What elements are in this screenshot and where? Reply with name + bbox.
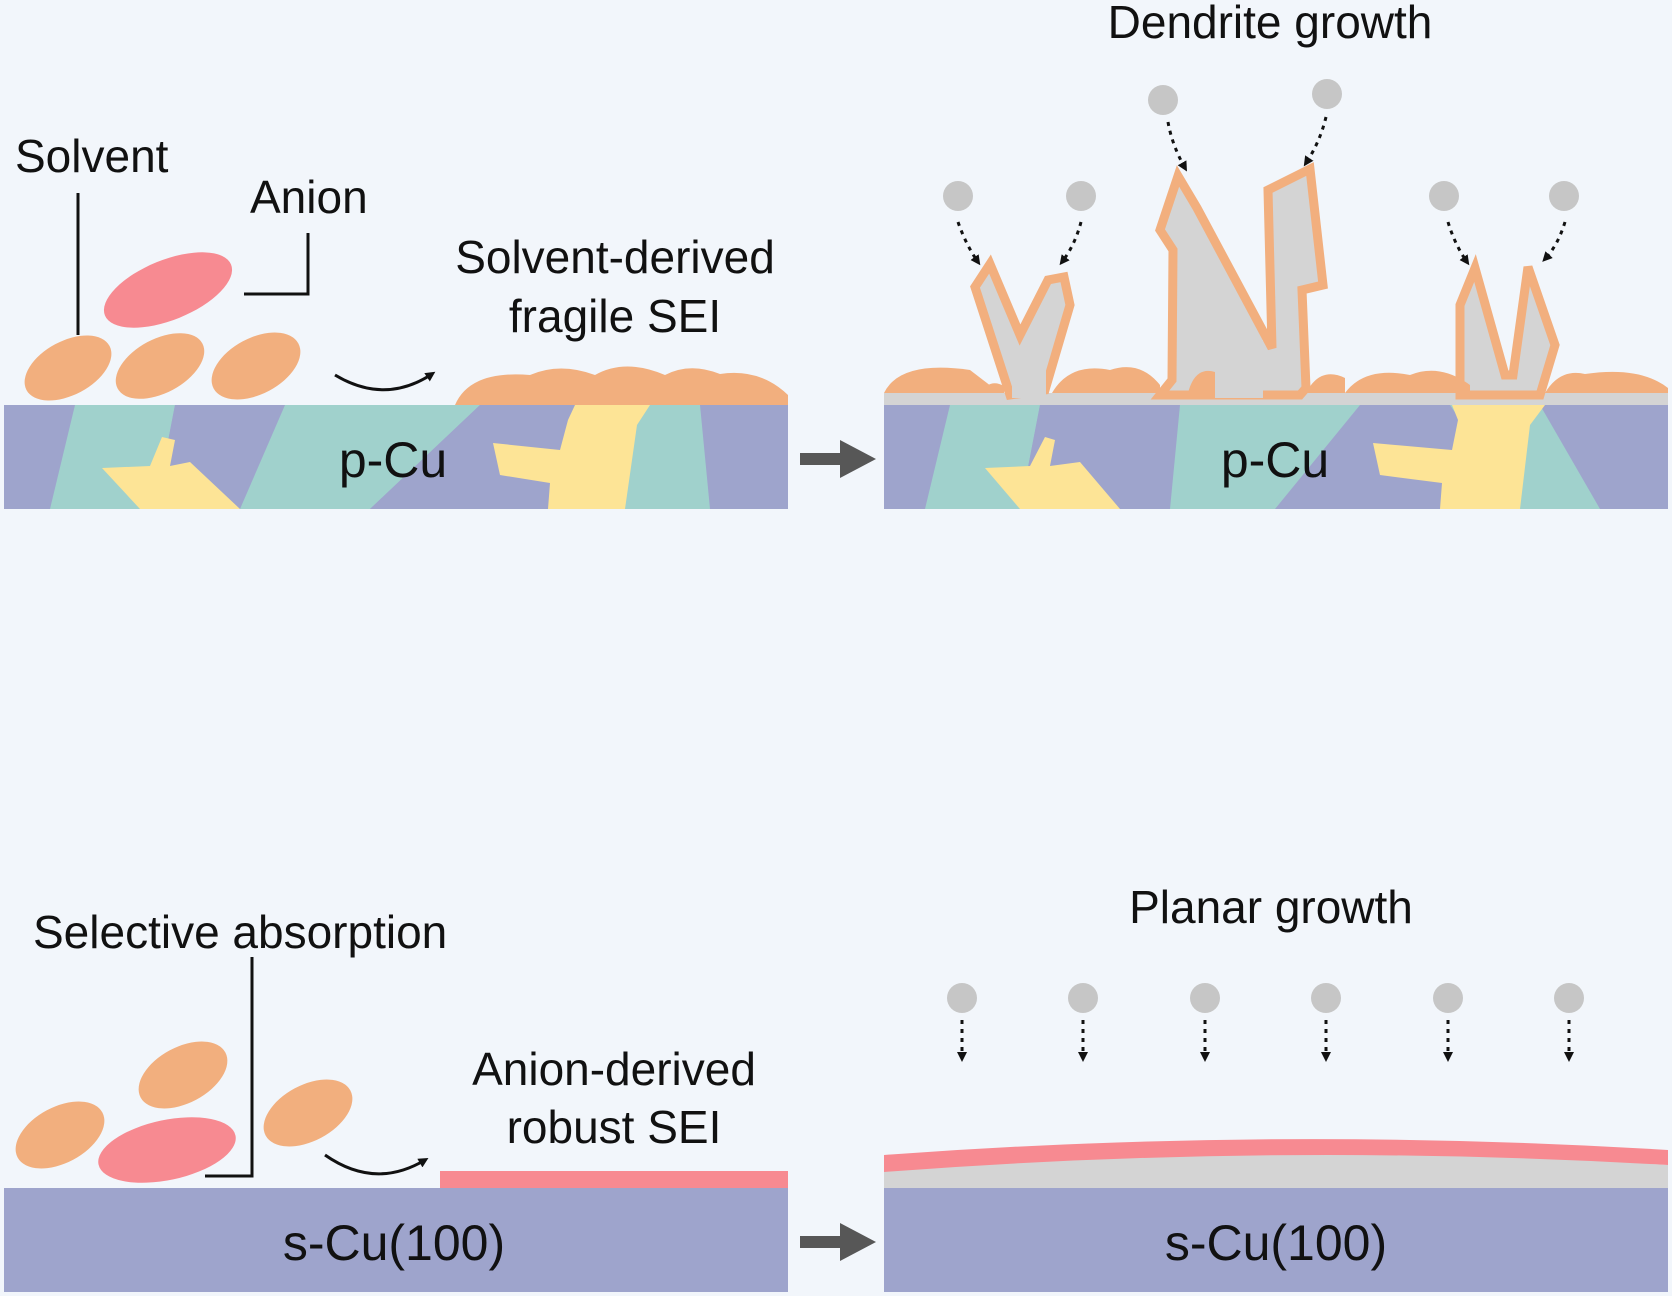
fragile-sei-layer bbox=[455, 366, 788, 405]
absorption-leader-line bbox=[205, 957, 254, 1178]
solvent-molecule bbox=[115, 333, 205, 399]
anion-label: Anion bbox=[250, 171, 368, 223]
process-arrow-icon bbox=[800, 440, 876, 478]
substrate-label: p-Cu bbox=[1221, 432, 1329, 488]
sei-label-line1: Anion-derived bbox=[472, 1043, 756, 1095]
substrate-label: s-Cu(100) bbox=[1165, 1215, 1387, 1271]
dendrite bbox=[970, 254, 1075, 400]
anion-molecule bbox=[98, 1117, 236, 1183]
solvent-label: Solvent bbox=[15, 130, 169, 182]
dotted-arrow-icon bbox=[956, 116, 1567, 266]
robust-sei-layer bbox=[884, 1139, 1668, 1172]
anion-leader-line bbox=[244, 233, 310, 296]
substrate-label: s-Cu(100) bbox=[283, 1215, 505, 1271]
lithium-ion-icon bbox=[943, 79, 1579, 211]
solvent-molecule bbox=[24, 335, 112, 401]
lithium-ion-icon bbox=[947, 983, 1584, 1013]
robust-sei-layer bbox=[440, 1171, 788, 1188]
pcu-substrate-right bbox=[884, 405, 1668, 509]
dendrite bbox=[1455, 254, 1560, 400]
process-arrow-icon bbox=[800, 1223, 876, 1261]
planar-growth-title: Planar growth bbox=[1129, 881, 1413, 933]
dotted-arrow-icon bbox=[957, 1020, 1574, 1062]
anion-molecule bbox=[103, 252, 233, 328]
solvent-molecule bbox=[263, 1079, 353, 1147]
solvent-molecule bbox=[211, 332, 301, 400]
scu-substrate-right bbox=[884, 1188, 1668, 1292]
sei-label-line1: Solvent-derived bbox=[455, 231, 775, 283]
curved-arrow-icon bbox=[334, 371, 436, 392]
selective-absorption-label: Selective absorption bbox=[33, 906, 447, 958]
curved-arrow-icon bbox=[324, 1153, 429, 1176]
panel-bottom-left: s-Cu(100) Selective absorption Anion-der… bbox=[4, 906, 788, 1292]
dendrite-growth-title: Dendrite growth bbox=[1108, 0, 1433, 48]
panel-bottom-right: s-Cu(100) Planar growth bbox=[884, 881, 1668, 1292]
pcu-substrate-left bbox=[4, 405, 788, 509]
sei-label-line2: robust SEI bbox=[507, 1101, 722, 1153]
sei-label-line2: fragile SEI bbox=[509, 290, 721, 342]
dendrite bbox=[1150, 162, 1328, 400]
solvent-molecule bbox=[15, 1101, 105, 1169]
planar-lithium-layer bbox=[884, 1151, 1668, 1188]
scu-substrate-left bbox=[4, 1188, 788, 1292]
fragile-sei-layer bbox=[884, 367, 1668, 393]
substrate-label: p-Cu bbox=[339, 432, 447, 488]
panel-top-left: p-Cu Solvent Anion Solvent-derived fragi… bbox=[4, 130, 788, 509]
panel-top-right: p-Cu bbox=[884, 0, 1668, 509]
solvent-molecule bbox=[138, 1041, 228, 1109]
